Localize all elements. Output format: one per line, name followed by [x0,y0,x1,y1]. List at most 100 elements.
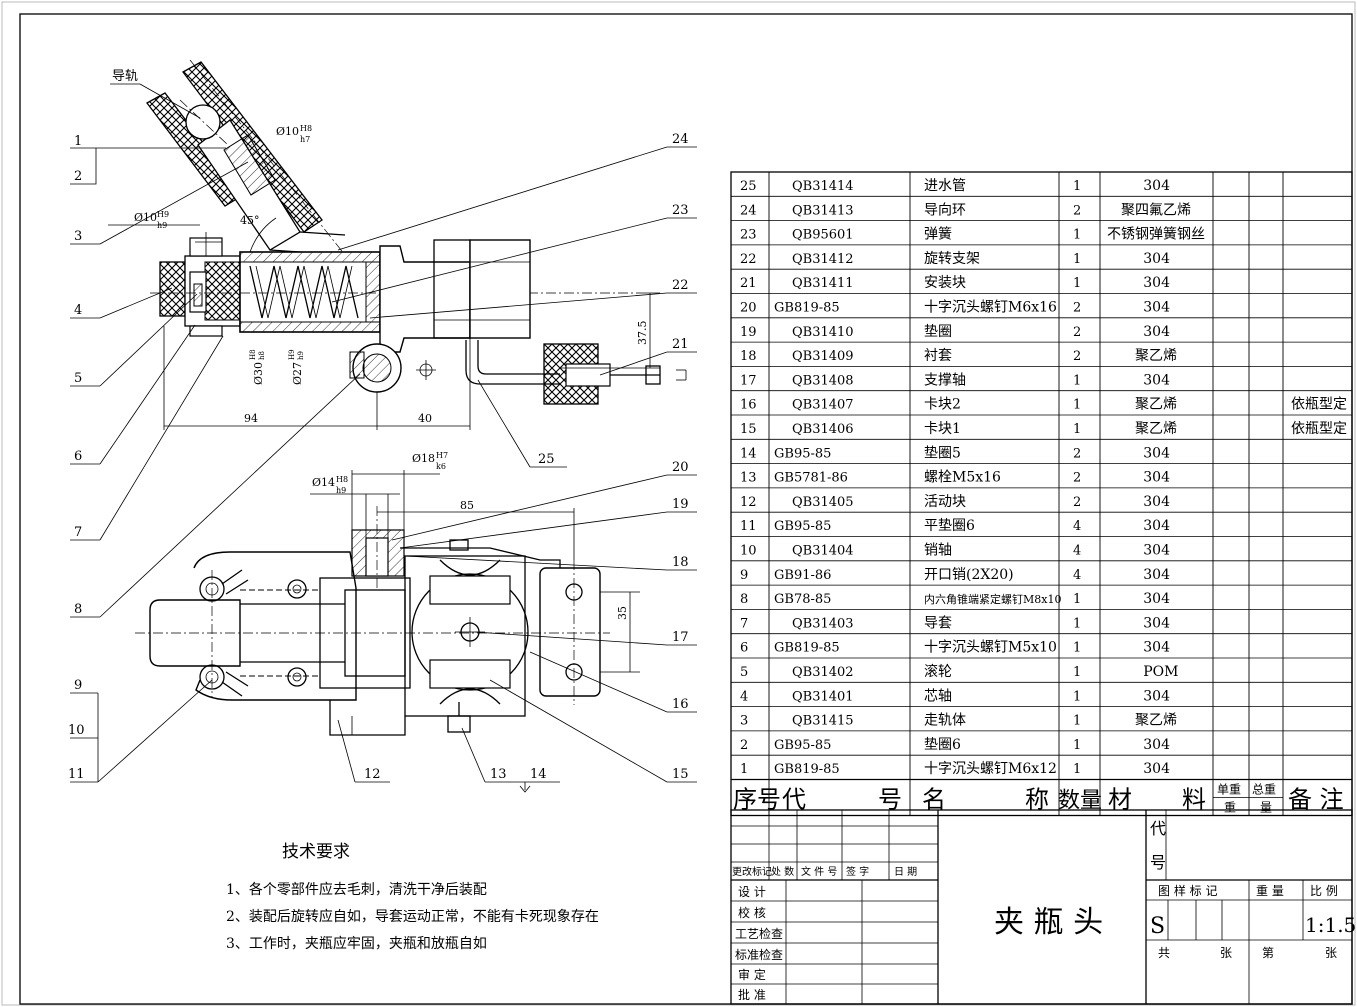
bom-cell-no: 17 [740,373,757,388]
bom-cell-material: 304 [1143,615,1170,631]
rev-label-doc: 文 件 号 [801,865,837,878]
bom-cell-qty: 4 [1073,544,1081,559]
dim-tol-H9: H9 [157,210,169,219]
bom-cell-qty: 2 [1073,471,1081,486]
callout-18: 18 [672,555,689,570]
bom-cell-code: QB31410 [792,325,854,340]
bom-cell-material: 304 [1143,275,1170,291]
dim-tol-h8b: h8 [258,351,266,360]
bom-cell-material: 304 [1143,445,1170,461]
bom-cell-material: 304 [1143,324,1170,340]
bom-cell-material: 304 [1143,372,1170,388]
bom-header-code-a: 代 [782,786,806,814]
callout-10: 10 [68,723,85,738]
dim-phi27: Ø27 [291,362,304,385]
bom-header-name-a: 名 [922,786,946,814]
callout-17: 17 [672,630,689,645]
bom-cell-no: 18 [740,349,757,364]
sign-label-approve: 批 准 [738,987,766,1002]
bom-cell-code: QB31403 [792,616,854,631]
bom-cell-material: 304 [1143,640,1170,656]
dim-tol-h8: H8 [300,124,312,133]
callout-3: 3 [74,229,82,244]
drawing-title: 夹 瓶 头 [994,905,1103,940]
callout-5: 5 [74,371,82,386]
bom-cell-material: 聚乙烯 [1135,421,1177,437]
sheet-total-label: 共 [1158,946,1170,960]
bom-cell-name: 支撑轴 [924,372,966,388]
bom-cell-material: 304 [1143,251,1170,267]
callout-23: 23 [672,203,689,218]
bom-cell-material: 304 [1143,300,1170,316]
dimension-labels: Ø10 H8 h7 Ø10 H9 h9 45° Ø30 Ø27 H8 h8 H9… [134,124,649,620]
dim-tol-h9b: h9 [297,351,305,360]
dim-phi30: Ø30 [252,362,265,385]
sign-label-process: 工艺检查 [735,926,783,941]
bom-cell-material: 304 [1143,737,1170,753]
bom-cell-code: GB5781-86 [774,471,848,486]
bom-cell-no: 16 [740,398,757,413]
bom-cell-qty: 4 [1073,519,1081,534]
bom-cell-material: 聚乙烯 [1135,713,1177,729]
bom-cell-qty: 1 [1073,398,1081,413]
bom-cell-qty: 1 [1073,616,1081,631]
bom-cell-code: GB95-85 [774,519,831,534]
dim-phi10-a: Ø10 [276,125,299,138]
bom-cell-no: 5 [740,665,748,680]
bom-cell-code: QB31405 [792,495,854,510]
dim-37-5: 37.5 [636,321,649,346]
title-block: 更改标记 处 数 文 件 号 签 字 日 期 设 计 校 核 工艺检查 标准检查… [730,809,1356,1005]
bom-cell-material: 304 [1143,518,1170,534]
side-section-view [146,59,687,430]
bom-cell-name: 滚轮 [924,663,952,680]
scale-value: 1:1.5 [1305,913,1356,937]
bom-cell-qty: 2 [1073,495,1081,510]
bom-cell-qty: 1 [1073,373,1081,388]
bom-cell-no: 6 [740,641,748,656]
bom-cell-code: GB819-85 [774,762,840,777]
bom-cell-code: QB31401 [792,689,854,704]
callout-21: 21 [672,337,689,352]
bom-cell-name: 走轨体 [924,713,966,729]
bom-cell-qty: 1 [1073,228,1081,243]
bom-cell-name: 垫圈 [924,324,952,340]
bom-cell-material: 聚四氟乙烯 [1121,202,1191,218]
bom-cell-qty: 1 [1073,592,1081,607]
bom-cell-code: GB819-85 [774,641,840,656]
callout-12: 12 [364,767,381,782]
rev-label-date: 日 期 [894,866,917,878]
bom-cell-code: QB31409 [792,349,854,364]
sign-label-review: 审 定 [738,967,766,982]
bom-cell-material: 304 [1143,567,1170,583]
bom-cell-code: QB31413 [792,203,854,218]
bom-header-code-b: 号 [878,786,902,814]
bom-cell-no: 8 [740,592,748,607]
bom-cell-qty: 2 [1073,203,1081,218]
col-label-weight: 重 量 [1256,884,1284,898]
bom-cell-material: 304 [1143,494,1170,510]
dim-tol-H8c: H8 [336,475,348,484]
bom-cell-no: 3 [740,714,748,729]
callout-8: 8 [74,602,82,617]
dim-phi14: Ø14 [312,476,335,489]
bom-header-mat-b: 料 [1182,786,1206,814]
bom-cell-qty: 2 [1073,446,1081,461]
bom-cell-material: 不锈钢弹簧钢丝 [1107,227,1205,243]
bom-cell-material: 304 [1143,688,1170,704]
bom-cell-no: 12 [740,495,757,510]
bom-cell-material: 304 [1143,761,1170,777]
bom-cell-name: 旋转支架 [924,251,980,267]
bom-header-mat-a: 材 [1108,786,1132,814]
bom-cell-material: 304 [1143,470,1170,486]
callout-20: 20 [672,460,689,475]
callout-guide-rail: 导轨 [112,69,138,84]
bom-cell-no: 20 [740,301,757,316]
callout-15: 15 [672,767,689,782]
dim-tol-H7: H7 [436,451,448,460]
bom-cell-no: 11 [740,519,757,534]
technical-requirements: 技术要求 1、各个零部件应去毛刺，清洗干净后装配 2、装配后旋转应自如，导套运动… [226,842,599,952]
bom-cell-name: 垫圈6 [924,737,961,753]
bom-cell-code: GB819-85 [774,301,840,316]
dim-94: 94 [244,412,258,425]
